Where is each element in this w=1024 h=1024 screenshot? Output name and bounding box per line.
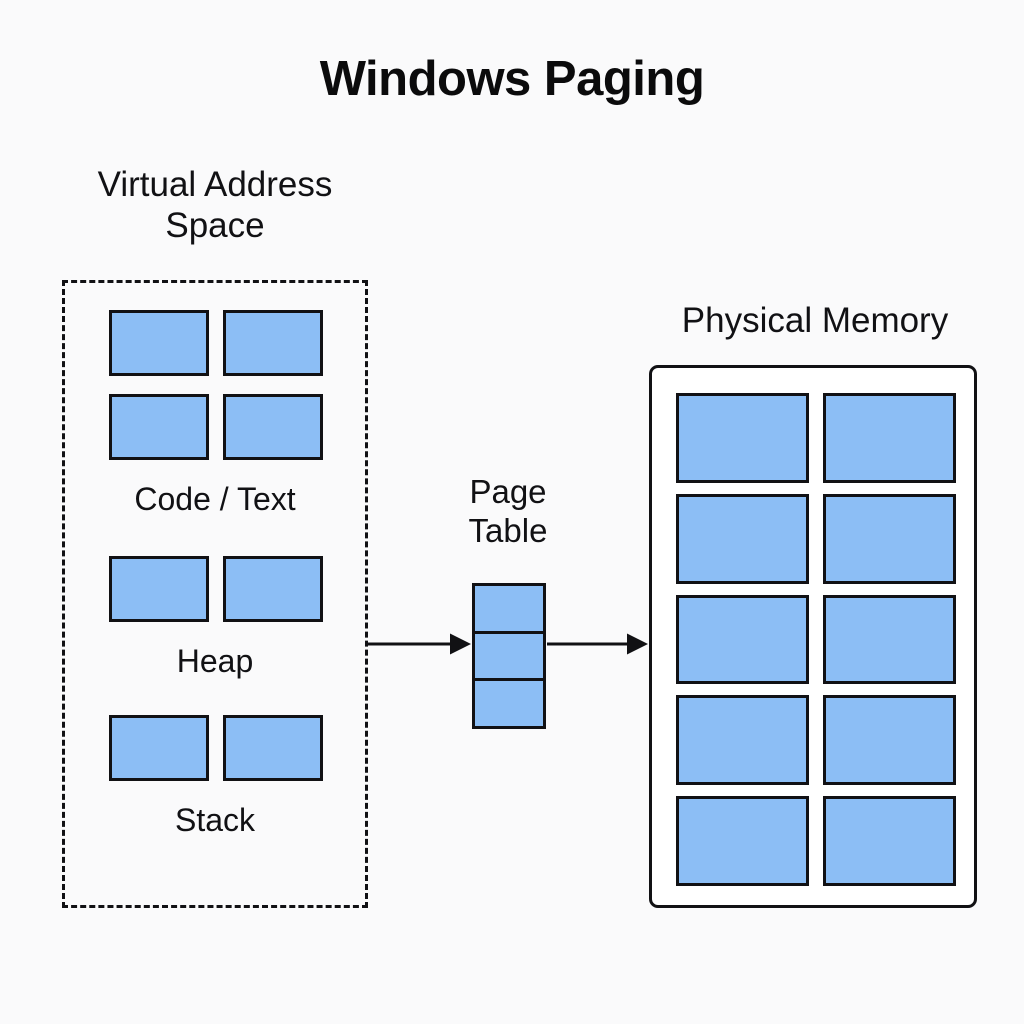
page-table-entry-2: [475, 633, 543, 682]
page-table-entry-1: [475, 586, 543, 634]
virtual-address-space-container: [62, 280, 368, 908]
vas-page-heap-1: [109, 556, 209, 622]
physical-memory-frame-5: [676, 594, 809, 685]
physical-memory-frame-10: [823, 796, 956, 886]
vas-section-label-code: Code / Text: [134, 481, 296, 517]
physical-memory-frame-3: [676, 493, 809, 584]
physical-memory-frame-6: [823, 594, 956, 685]
vas-page-code-2: [223, 310, 323, 376]
page-table-entry-3: [475, 681, 543, 727]
vas-page-code-3: [109, 394, 209, 460]
page-title: Windows Paging: [319, 52, 705, 106]
vas-page-code-1: [109, 310, 209, 376]
physical-memory-frame-2: [823, 393, 956, 483]
physical-memory-frame-1: [676, 393, 809, 483]
physical-memory-frame-grid: [676, 393, 956, 886]
vas-page-code-4: [223, 394, 323, 460]
vas-page-stack-2: [223, 715, 323, 781]
physical-memory-container: [649, 365, 977, 908]
physical-memory-frame-8: [823, 695, 956, 786]
vas-section-label-heap: Heap: [176, 643, 254, 679]
vas-section-label-stack: Stack: [174, 802, 256, 838]
vas-page-heap-2: [223, 556, 323, 622]
virtual-address-space-label: Virtual Address Space: [97, 165, 333, 246]
physical-memory-frame-7: [676, 695, 809, 786]
page-table-block: [472, 583, 546, 729]
physical-memory-frame-4: [823, 493, 956, 584]
physical-memory-frame-9: [676, 796, 809, 886]
physical-memory-label: Physical Memory: [681, 301, 949, 340]
page-table-label: Page Table: [468, 473, 548, 549]
vas-page-stack-1: [109, 715, 209, 781]
